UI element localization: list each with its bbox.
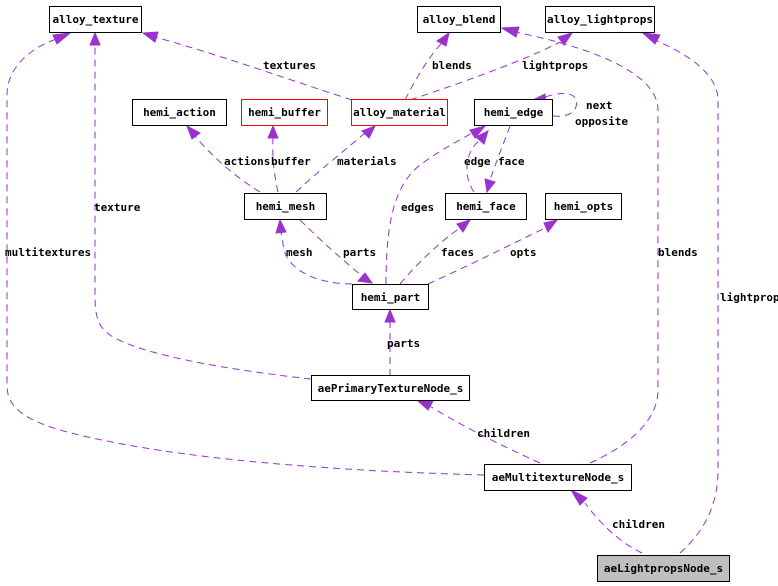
label-face: face [498,155,525,168]
edge-edge [466,139,481,193]
label-opts: opts [510,246,537,259]
arrowhead [89,31,101,46]
edge-actions [194,135,261,193]
arrowhead [569,488,588,506]
arrowhead [361,125,377,139]
node-alloy-lightprops[interactable]: alloy_lightprops [545,6,655,33]
label-lightprops-material: lightprops [522,59,588,72]
label-materials: materials [337,155,397,168]
node-hemi-edge[interactable]: hemi_edge [474,99,553,126]
node-ae-multitexture-node[interactable]: aeMultitextureNode_s [484,464,632,491]
label-mesh: mesh [286,246,313,259]
edge-parts-mesh [299,219,363,277]
arrowhead [557,32,574,46]
label-children-primary: children [477,427,530,440]
edge-multitextures [6,37,485,476]
node-hemi-buffer[interactable]: hemi_buffer [241,99,328,126]
arrowhead [475,130,489,145]
edge-face [489,125,511,181]
label-textures: textures [263,59,316,72]
arrowhead [484,178,496,194]
label-opposite: opposite [575,115,628,128]
arrowhead [186,124,201,140]
node-hemi-face[interactable]: hemi_face [445,193,527,220]
node-alloy-material[interactable]: alloy_material [351,99,448,126]
label-texture: texture [94,201,141,214]
node-hemi-opts[interactable]: hemi_opts [545,193,622,220]
edge-blends [404,43,442,101]
label-edges: edges [401,201,434,214]
label-blends: blends [432,59,472,72]
edge-lightprops-material [409,41,561,101]
arrowhead [456,219,472,233]
node-hemi-action[interactable]: hemi_action [132,99,227,126]
arrowhead [436,31,450,47]
label-edge: edge [464,155,491,168]
edge-textures [154,36,353,101]
label-parts-primary: parts [387,337,420,350]
edge-children-primary [427,404,541,464]
arrowhead [141,31,159,43]
label-multitextures: multitextures [5,246,91,259]
label-parts-mesh: parts [343,246,376,259]
arrowhead [275,218,287,234]
arrowhead [543,219,559,233]
arrowhead [52,32,72,45]
edge-opts [427,227,546,285]
label-blends-multi: blends [658,246,698,259]
edge-edges [385,132,473,285]
edge-self-loop [544,93,577,117]
arrowhead [267,124,279,139]
edge-blends-multi [514,31,659,464]
node-hemi-part[interactable]: hemi_part [352,284,429,310]
edge-buffer [272,137,279,193]
edge-children-multi [584,502,643,554]
arrowhead [641,32,661,45]
arrowhead [357,272,374,284]
label-faces: faces [441,246,474,259]
node-ae-primary-texture-node[interactable]: aePrimaryTextureNode_s [311,375,470,401]
arrowhead [384,308,396,323]
label-actions: actions [224,155,270,168]
edge-texture [94,45,312,380]
node-alloy-blend[interactable]: alloy_blend [417,6,501,33]
edge-mesh [280,231,353,285]
node-ae-lightprops-node: aeLightpropsNode_s [597,555,730,582]
label-buffer: buffer [271,155,311,168]
arrowhead [469,125,487,139]
label-children-multi: children [612,518,665,531]
edge-faces [399,227,461,285]
label-next: next [586,99,613,112]
node-alloy-texture[interactable]: alloy_texture [49,6,142,33]
edge-lightprops-root [654,39,719,554]
arrowhead [500,26,520,38]
node-hemi-mesh[interactable]: hemi_mesh [244,193,327,220]
label-lightprops-root: lightprops [720,291,778,304]
